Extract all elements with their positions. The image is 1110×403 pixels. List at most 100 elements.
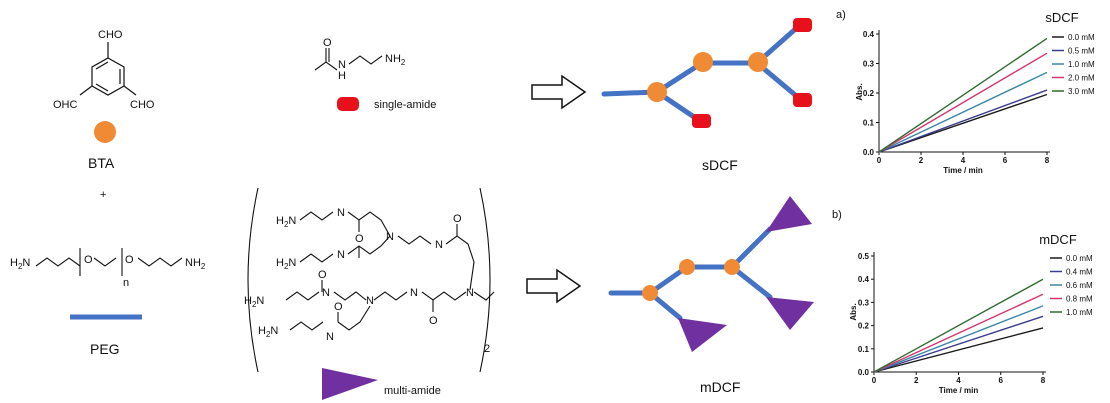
chart-x-tick-label: 2 [919, 156, 924, 165]
chart-x-tick-label: 4 [961, 156, 966, 165]
chart-legend-label: 0.4 mM [1066, 268, 1093, 277]
ma-o-4: O [334, 301, 343, 313]
chart-x-tick-label: 0 [877, 156, 882, 165]
chart-panel-label: a) [836, 9, 846, 21]
chart-y-label: Abs. [849, 303, 858, 320]
peg-left-chain [35, 257, 81, 267]
peg-repeat-chain [93, 257, 117, 267]
ma-o-lower: O [429, 315, 438, 327]
ma-nh-1: N [337, 207, 345, 219]
chart-legend-label: 2.0 mM [1068, 74, 1095, 83]
bta-double-bond-3 [95, 83, 109, 92]
chart-y-tick-label: 0.4 [858, 275, 870, 284]
chart-x-tick-label: 0 [872, 376, 877, 385]
ma-arm1-chain [299, 211, 334, 221]
ma-nh-2: N [337, 249, 345, 261]
bta-structure [79, 42, 137, 96]
sdcf-amide-2 [793, 18, 812, 32]
ma-n-lower: N [366, 295, 374, 307]
mdcf-bond-5 [729, 226, 773, 270]
mdcf-node-2 [679, 259, 695, 275]
chart-series-line [873, 278, 1044, 373]
mdcf-network [608, 196, 814, 352]
chart-series-line [873, 305, 1044, 373]
ma-tail [473, 291, 495, 301]
peg-left-h2n: H2N [10, 257, 30, 271]
chart-legend-label: 0.0 mM [1068, 33, 1095, 42]
single-amide-chain-2 [348, 55, 383, 65]
single-amide-nh: N [338, 59, 346, 71]
ma-nh-lower: N [410, 287, 418, 299]
chart-legend-label: 0.8 mM [1066, 295, 1093, 304]
ma-lower-chain [373, 291, 408, 301]
ma-arm1-chain-b [347, 211, 391, 237]
chart-y-tick-label: 0.4 [863, 30, 875, 39]
ma-nh-3: N [322, 287, 330, 299]
bta-left-bond [79, 85, 93, 96]
peg-right-nh2: NH2 [185, 257, 206, 271]
arrow-to-sdcf-icon [531, 74, 587, 110]
chart-legend-label: 1.0 mM [1068, 60, 1095, 69]
chart-legend-label: 0.6 mM [1066, 281, 1093, 290]
bta-benzene-ring [91, 57, 125, 96]
single-amide-chain-1 [314, 61, 338, 71]
multi-amide-label: multi-amide [384, 385, 441, 397]
ma-arm4-chain [289, 321, 324, 331]
ma-o-center: O [453, 213, 462, 225]
chart-title: sDCF [1045, 10, 1078, 25]
sdcf-amide-3 [793, 93, 812, 107]
mdcf-node-1 [642, 285, 658, 301]
ma-h2n-1: H2N [276, 215, 296, 229]
chart-series-line [873, 293, 1044, 373]
bta-top-cho: CHO [98, 29, 123, 41]
bta-double-bond-1 [95, 61, 109, 70]
ma-arm2-chain-b [347, 235, 391, 255]
ma-arm2-chain [299, 253, 334, 263]
chart-series-line [878, 71, 1048, 153]
sdcf-node-1 [647, 82, 667, 102]
multi-amide-icon [322, 368, 378, 400]
single-amide-h: H [338, 70, 346, 82]
ma-lower-chain-b [421, 291, 467, 301]
ma-nh-4: N [326, 331, 334, 343]
peg-structure [35, 248, 183, 276]
chart-y-tick-label: 0.3 [858, 298, 870, 307]
chart-x-label: Time / min [943, 166, 983, 175]
bta-right-bond [123, 85, 137, 96]
peg-repeat-n: n [123, 277, 129, 289]
sdcf-node-3 [748, 52, 768, 72]
multi-amide-paren-right [479, 187, 491, 373]
ma-arm3-chain [285, 291, 320, 301]
bta-node-icon [94, 121, 116, 143]
ma-subscript: 2 [484, 343, 490, 355]
chart-y-tick-label: 0.0 [863, 148, 875, 157]
single-amide-nh2: NH2 [385, 53, 406, 67]
chart-y-tick-label: 0.2 [863, 89, 875, 98]
multi-amide-paren-left [247, 187, 259, 373]
mdcf-node-3 [724, 259, 740, 275]
sdcf-node-2 [693, 52, 713, 72]
bta-right-cho: CHO [130, 99, 155, 111]
multi-amide-structure [247, 187, 495, 373]
chart-series-line [873, 327, 1044, 373]
chart-y-tick-label: 0.3 [863, 60, 875, 69]
sdcf-network [601, 18, 812, 128]
ma-center-chain-b [445, 235, 475, 291]
bta-label: BTA [88, 155, 115, 171]
arrow-to-mdcf-icon [526, 268, 582, 304]
ma-n-tail: N [466, 287, 474, 299]
peg-label: PEG [90, 341, 120, 357]
ma-n-center: N [386, 231, 394, 243]
chart-title: mDCF [1039, 232, 1077, 247]
mdcf-multi-amide-3 [766, 297, 814, 330]
chart-y-tick-label: 0.1 [858, 345, 870, 354]
chart-panel-label: b) [832, 209, 842, 221]
chart-y-tick-label: 0.2 [858, 322, 870, 331]
chart-legend-label: 3.0 mM [1068, 87, 1095, 96]
chart-series-line [878, 37, 1048, 153]
single-amide-structure [314, 48, 383, 71]
chart-x-tick-label: 6 [1003, 156, 1008, 165]
ma-o-1: O [355, 233, 364, 245]
